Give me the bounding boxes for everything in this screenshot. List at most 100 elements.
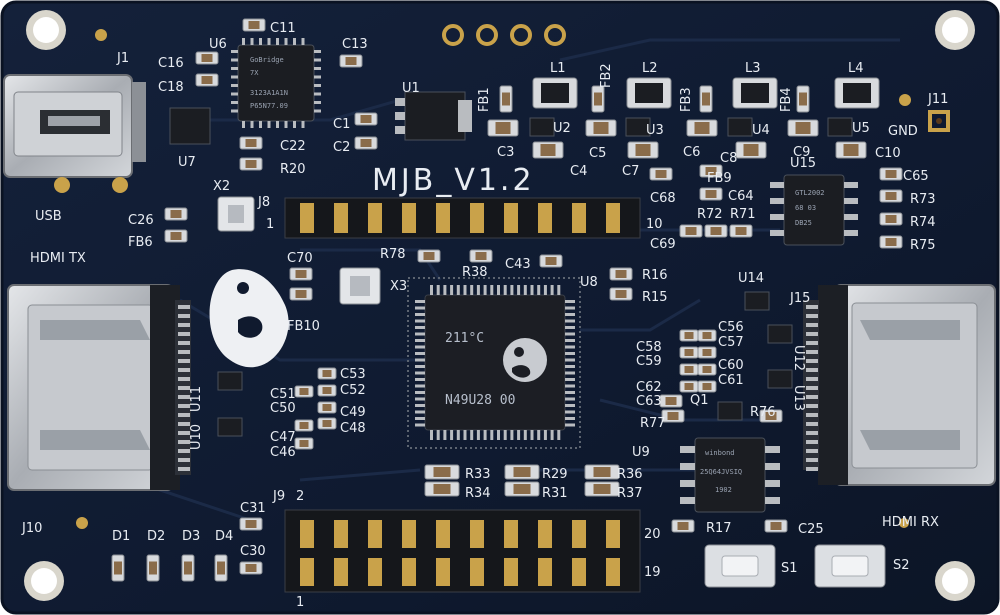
smd-component [289,267,313,281]
ref-c43: C43 [505,257,531,272]
inductor [834,77,880,109]
smd-component [584,481,620,497]
smd-component [591,85,605,113]
header-pin [504,558,518,586]
mcu-leg [490,285,494,295]
bridge-leg [314,75,321,79]
mcu-leg [415,371,425,375]
header-pin [470,558,484,586]
mcu-leg [565,417,575,420]
header-pin [572,203,586,233]
mcu-leg [565,358,575,362]
ref-l2: L2 [642,61,658,76]
ref-d2: D2 [147,529,165,544]
smd-component [504,464,540,480]
mcu-leg [565,378,575,381]
ref-fb10: FB10 [287,319,320,334]
hdmi-pin [806,305,818,309]
label-j8-pin1: 1 [266,217,274,232]
header-pin [606,558,620,586]
ref-r36: R36 [617,467,643,482]
smd-component [697,363,717,376]
ref-u12: U12 [791,345,806,371]
smd-component [181,554,195,582]
smd-component [699,164,723,178]
hdmi-pin [178,359,190,363]
mcu-leg [415,332,425,336]
header-pin [538,520,552,548]
mcu-leg [565,332,575,336]
mcu-leg [565,371,575,375]
mcu-leg [415,365,425,368]
smd-component [697,346,717,359]
smd-component [759,409,783,423]
smd-component [679,380,699,393]
ref-c65: C65 [903,169,929,184]
smd-component [242,18,266,32]
label-j9-pin2: 2 [296,489,304,504]
ref-r71: R71 [730,207,756,222]
ref-u1: U1 [402,81,420,96]
switch-s1 [704,544,776,588]
header-pin [368,520,382,548]
ref-l1: L1 [550,61,566,76]
hdmi-pin [806,458,818,462]
smd-component [239,517,263,531]
ref-c53: C53 [340,367,366,382]
sot-chip [625,117,651,137]
ref-c30: C30 [240,544,266,559]
header-pin [334,203,348,233]
smd-component [424,481,460,497]
bridge-leg [231,101,238,104]
ref-q1: Q1 [690,393,709,408]
bridge-leg [250,121,254,128]
inductor [626,77,672,109]
smd-component [499,85,513,113]
switch-s2 [814,544,886,588]
label-j9-pin19: 19 [644,565,661,580]
ref-c58: C58 [636,340,662,355]
bridge-leg [259,38,262,45]
smd-component [214,554,228,582]
ref-c5: C5 [589,146,606,161]
ref-c13: C13 [342,37,368,52]
hdmi-pin [806,431,818,435]
header-pin [538,558,552,586]
hdmi-tx-connector [7,284,191,491]
header-pin [470,520,484,548]
mcu-leg [430,285,433,295]
ref-c52: C52 [340,383,366,398]
header-pin [436,520,450,548]
mcu-leg [436,285,440,295]
smd-component [879,212,903,226]
smd-component [659,394,683,408]
hdmi-pin [178,314,190,318]
mcu-leg [557,430,561,440]
gnd-pad [928,110,950,132]
sot-chip [767,324,793,344]
ref-c11: C11 [270,21,296,36]
mcu-leg [476,430,480,440]
mcu-leg [523,285,527,295]
smd-component [354,112,378,126]
ref-r31: R31 [542,486,568,501]
hdmi-pin [178,440,190,444]
mcu-leg [483,430,487,440]
smd-component [424,464,460,480]
header-pin [402,203,416,233]
smd-component [879,167,903,181]
bridge-leg [231,75,238,79]
label-u6: U6 [209,37,227,52]
sot-chip [717,401,743,421]
smd-component [735,141,767,159]
label-hdmi-rx: HDMI RX [882,515,939,530]
ref-u11: U11 [189,386,204,412]
mcu-leg [503,430,507,440]
smd-component [111,554,125,582]
smd-component [671,519,695,533]
ref-r78: R78 [380,247,406,262]
mcu-leg [415,384,425,388]
mcu-leg [443,285,447,295]
header-pin [300,203,314,233]
sot-chip [217,417,243,437]
